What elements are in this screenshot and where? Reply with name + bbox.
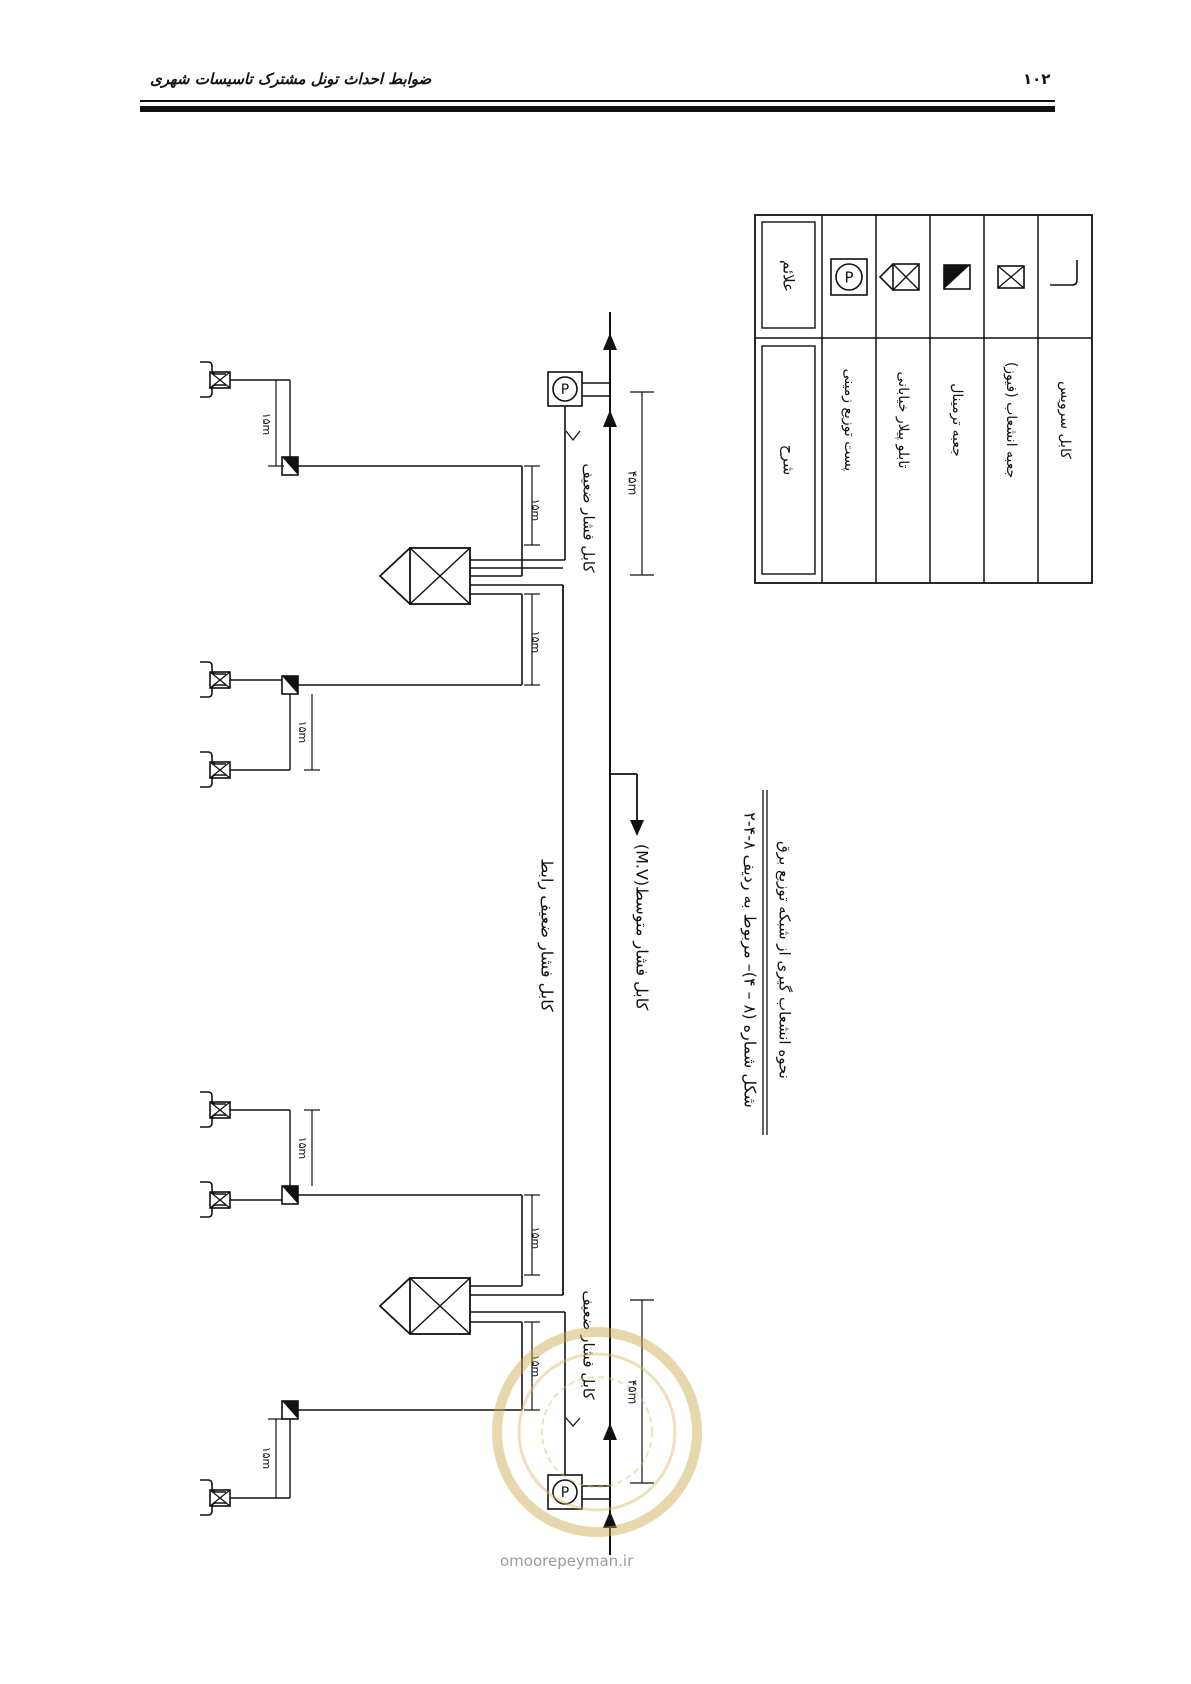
dimension-15m: [524, 1194, 540, 1276]
pillar-panel-top: [378, 466, 563, 685]
dimension-15m: [524, 465, 540, 546]
dimension-15m: [304, 1109, 320, 1186]
service-cable-icon: [1050, 260, 1078, 286]
header-rule-thin: [140, 100, 1055, 102]
dimension-15m: [524, 593, 540, 686]
dimension-label: ۱۵m: [260, 413, 273, 436]
lv-cable-label-bottom: کابل فشار ضعیف: [580, 1290, 598, 1400]
fuse-box-icon: [997, 265, 1025, 289]
svg-text:P: P: [561, 1485, 569, 1501]
dimension-label: ۱۵m: [529, 1227, 542, 1250]
ground-substation-icon: P: [830, 258, 868, 296]
dimension-45m-bottom: [630, 1299, 654, 1484]
watermark-url: omoorepeyman.ir: [500, 1552, 634, 1570]
dimension-label: ۱۵m: [260, 1447, 273, 1470]
lv-cable-label-top: کابل فشار ضعیف: [580, 463, 598, 573]
branch-bottom-2: [199, 1400, 522, 1516]
mv-cable-label: کابل فشار متوسط(M.V): [632, 844, 652, 1011]
dimension-15m: [524, 1321, 540, 1411]
svg-text:P: P: [844, 269, 853, 287]
legend-item-label: تابلو پیلار خیابانی: [895, 372, 911, 469]
terminal-box-icon: [943, 264, 971, 290]
dimension-45m-top: [630, 391, 654, 576]
svg-text:P: P: [561, 382, 569, 398]
dimension-label: ۱۵m: [529, 499, 542, 522]
figure-caption-line1: شکل شماره (۸ – ۴)– مربوط به ردیف ۸-۴-۲: [740, 812, 760, 1108]
legend-item-label: جعبه انشعاب (فیوز): [1003, 362, 1019, 478]
watermark-seal-icon: [492, 1327, 702, 1537]
cable-tick-mark: [565, 1417, 581, 1427]
page-number: ۱۰۲: [1023, 70, 1051, 88]
dimension-label: ۴۵m: [626, 471, 640, 496]
pillar-panel-icon: [878, 263, 920, 291]
dimension-label: ۱۵m: [529, 631, 542, 654]
branch-bottom-1: [199, 1091, 522, 1218]
branch-top-1: [199, 361, 522, 476]
legend-header-symbols: علائم: [780, 260, 798, 292]
legend-item-label: پست توزیع زمینی: [841, 369, 857, 472]
dimension-label: ۱۵m: [529, 1355, 542, 1378]
legend-item-label: جعبه ترمینال: [949, 383, 965, 457]
lv-link-cable-label: کابل فشار ضعیف رابط: [537, 858, 557, 1012]
legend-header-description: شرح: [780, 445, 798, 476]
medium-voltage-cable: [603, 312, 644, 1555]
dimension-15m: [304, 694, 320, 771]
dimension-15m: [268, 1418, 284, 1498]
dimension-label: ۱۵m: [296, 1137, 309, 1160]
running-header-title: ضوابط احداث تونل مشترک تاسیسات شهری: [150, 70, 432, 88]
cable-tick-mark: [565, 430, 581, 442]
legend-item-label: کابل سرویس: [1057, 381, 1073, 459]
branch-top-2: [199, 661, 522, 788]
substation-bottom: P: [547, 1312, 610, 1510]
dimension-label: ۴۵m: [626, 1380, 640, 1405]
substation-top: P: [470, 371, 610, 561]
dimension-15m: [268, 380, 284, 467]
pillar-panel-bottom: [378, 1195, 565, 1410]
legend-table: علائم شرح پست توزیع زمینی تابلو پیلار خی…: [754, 214, 1093, 584]
dimension-label: ۱۵m: [296, 721, 309, 744]
header-rule-thick: [140, 106, 1055, 112]
figure-caption-line2: نحوه انشعاب گیری از شبکه توزیع برق: [776, 841, 794, 1079]
